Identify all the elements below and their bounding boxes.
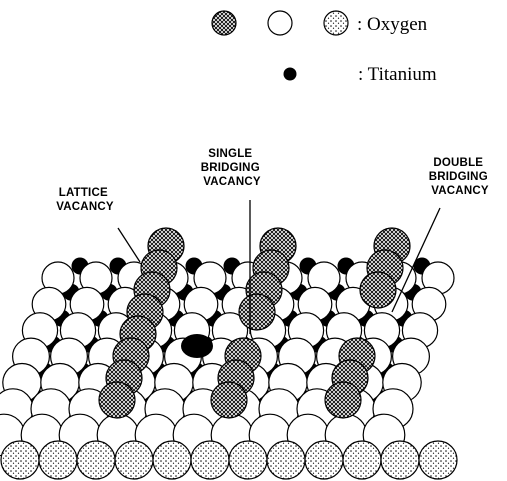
stippled-oxygen-atom xyxy=(191,441,229,479)
bridging-oxygen-atom xyxy=(360,272,396,308)
bridging-oxygen-atom xyxy=(325,382,361,418)
stippled-oxygen-icon xyxy=(324,11,348,35)
titanium-icon xyxy=(284,68,297,81)
double-bridging-vacancy-label: DOUBLE BRIDGING VACANCY xyxy=(429,157,492,197)
bridging-oxygen-atom xyxy=(211,382,247,418)
stippled-oxygen-atom xyxy=(153,441,191,479)
stippled-oxygen-atom xyxy=(115,441,153,479)
crosshatched-oxygen-icon xyxy=(212,11,236,35)
stippled-oxygen-atom xyxy=(267,441,305,479)
lattice-vacancy-label: LATTICE VACANCY xyxy=(56,187,114,213)
stippled-oxygen-atom xyxy=(1,441,39,479)
bridging-oxygen-atom xyxy=(239,294,275,330)
bridging-oxygen-atom xyxy=(99,382,135,418)
annotations: LATTICE VACANCY SINGLE BRIDGING VACANCY … xyxy=(56,148,491,213)
stippled-oxygen-atom xyxy=(419,441,457,479)
stippled-oxygen-atom xyxy=(229,441,267,479)
oxygen-legend-label: : Oxygen xyxy=(357,14,428,35)
surface-atom-model xyxy=(0,228,457,479)
single-bridging-vacancy-label: SINGLE BRIDGING VACANCY xyxy=(201,148,264,188)
open-oxygen-icon xyxy=(268,11,292,35)
stippled-oxygen-atom xyxy=(381,441,419,479)
stippled-oxygen-atom xyxy=(343,441,381,479)
lattice-vacancy-site xyxy=(181,334,213,358)
lattice-leader-line xyxy=(118,228,140,262)
titanium-legend-label: : Titanium xyxy=(358,64,437,85)
stippled-oxygen-atom xyxy=(39,441,77,479)
stippled-oxygen-atom xyxy=(77,441,115,479)
stippled-oxygen-atom xyxy=(305,441,343,479)
legend: : Oxygen : Titanium xyxy=(212,11,437,85)
